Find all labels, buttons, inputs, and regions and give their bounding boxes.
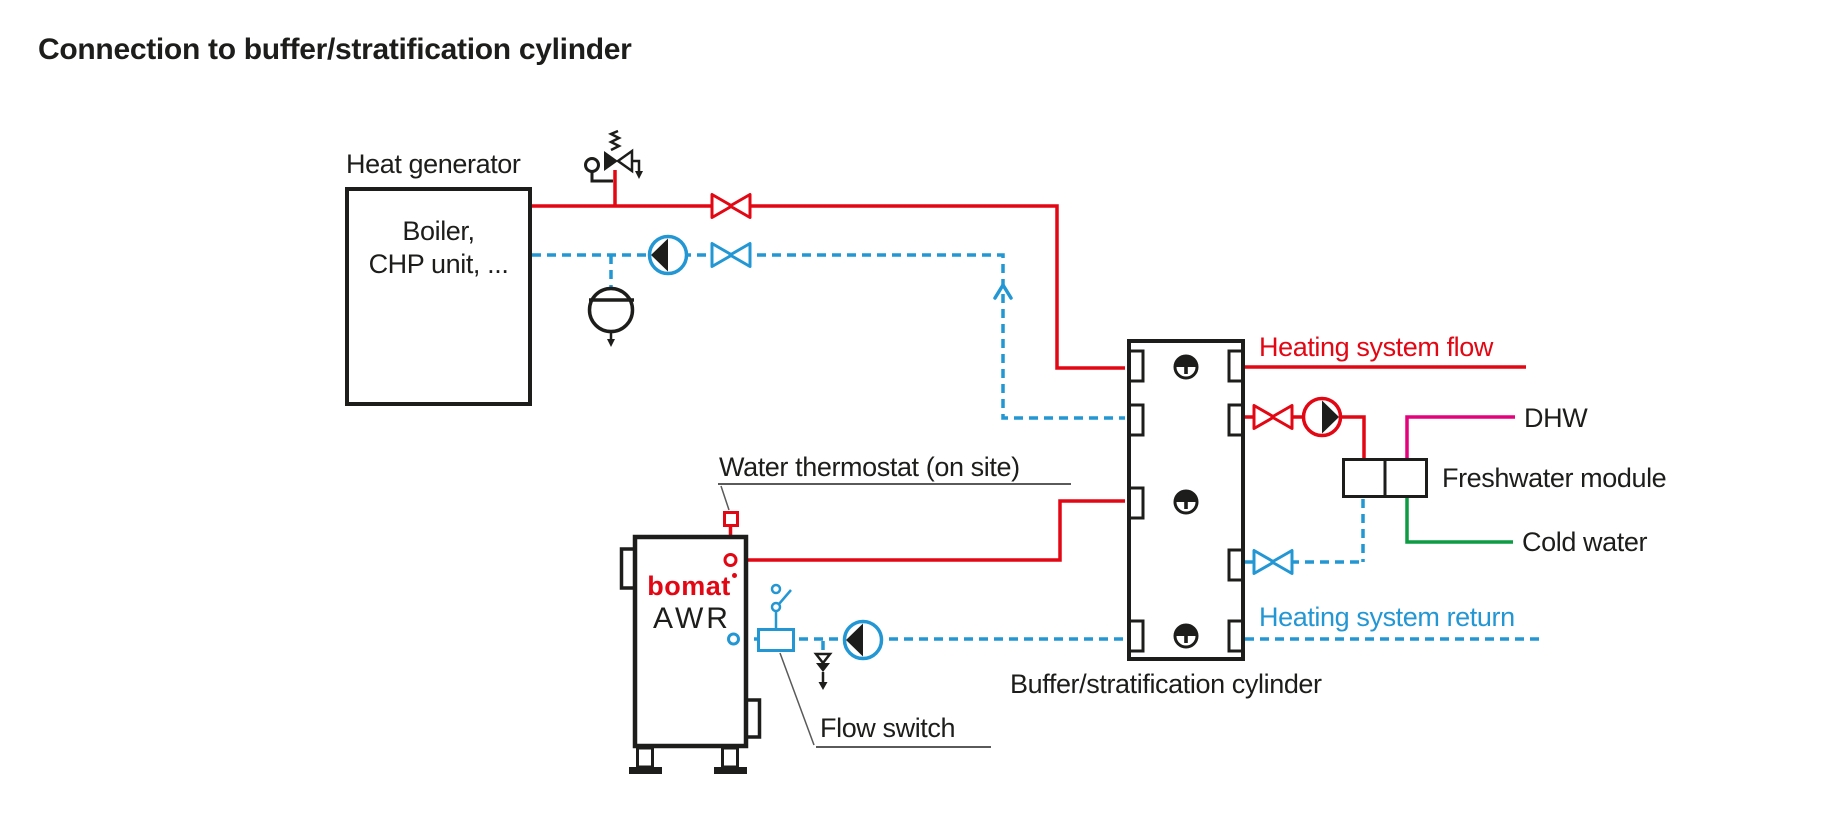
trademark-dot [731,573,737,578]
heating-flow-label: Heating system flow [1259,332,1493,362]
pressure-gauge-icon [584,157,613,183]
pipe-awr-return [739,637,1125,654]
cylinder-port-icon [1129,349,1243,653]
awr-left-flange [619,547,633,590]
flow-direction-arrow-icon [993,283,1013,300]
pipe-thermostat-circuit [728,499,1125,562]
flow-switch-icon [757,583,795,652]
bomat-logo-text: bomat [647,571,731,601]
pipe-freshwater-return [1245,499,1365,564]
page-title: Connection to buffer/stratification cyli… [38,33,632,66]
heat-generator-line1: Boiler, [402,216,475,246]
freshwater-module-box [1342,458,1428,498]
heat-generator-line2: CHP unit, ... [368,249,509,279]
heat-generator-box [345,187,532,406]
cold-water-label: Cold water [1522,527,1648,557]
switch-contact-icon [770,583,782,595]
pump-icon [1301,396,1343,438]
drain-valve-icon [813,652,833,690]
awr-model-label: AWR [653,602,731,635]
shutoff-valve-icon [710,193,752,219]
buffer-cylinder-label: Buffer/stratification cylinder [1010,669,1322,699]
heating-return-label: Heating system return [1259,602,1515,632]
expansion-vessel-icon [587,286,635,347]
heat-generator-label: Heat generator [346,149,521,179]
awr-return-port [727,632,740,646]
pump-icon [842,619,884,661]
shutoff-valve-icon [710,242,752,268]
awr-foot [721,746,739,769]
switch-contact-icon [770,601,782,613]
pipe-heat-generator-return [532,253,1125,420]
bomat-logo: bomat [644,571,740,602]
pipe-heat-generator-flow [532,170,1125,370]
water-thermostat-label: Water thermostat (on site) [719,452,1020,482]
flow-switch-label: Flow switch [820,713,956,743]
shutoff-valve-icon [1252,404,1294,430]
water-thermostat-icon [723,511,739,567]
thermometer-icon [1173,354,1199,380]
pipe-cold-water [1405,497,1513,544]
annotation-lines [718,483,1071,748]
safety-valve-icon [604,129,643,179]
shutoff-valve-icon [1252,549,1294,575]
dhw-label: DHW [1524,403,1588,433]
awr-right-flange [748,698,762,739]
thermometer-icon [1173,623,1199,649]
pump-icon [647,234,689,276]
thermometer-icon [1173,489,1199,515]
awr-foot [636,746,654,769]
freshwater-module-label: Freshwater module [1442,463,1667,493]
pipe-dhw [1405,415,1515,459]
